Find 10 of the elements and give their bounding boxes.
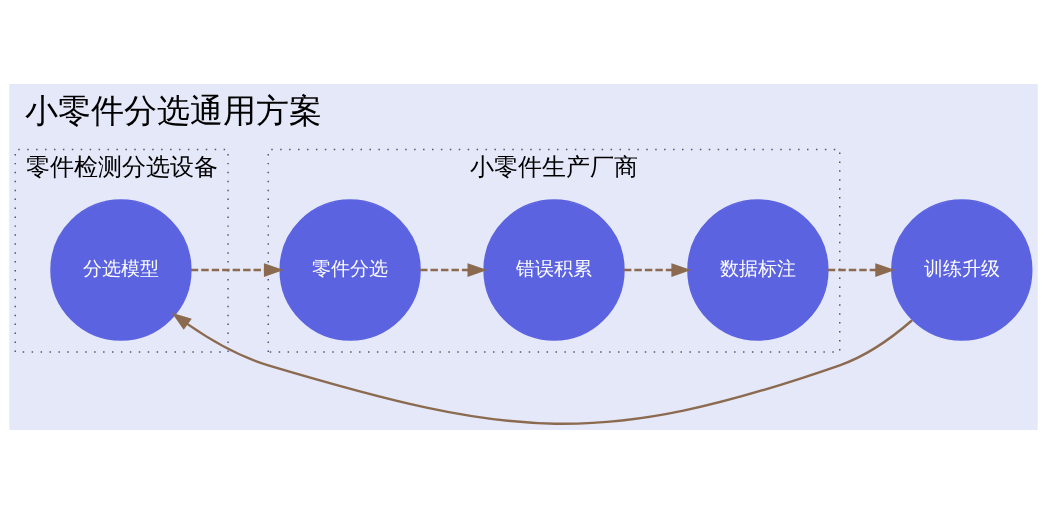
arrow [190,263,284,277]
node-circle: 训练升级 [891,199,1033,341]
arrow [171,312,913,425]
arrow [624,263,692,277]
node-circle: 零件分选 [279,199,421,341]
node-circle: 错误积累 [483,199,625,341]
node-circle: 数据标注 [687,199,829,341]
diagram-title: 小零件分选通用方案 [24,92,322,131]
arrow [420,263,488,277]
arrow [827,263,895,277]
